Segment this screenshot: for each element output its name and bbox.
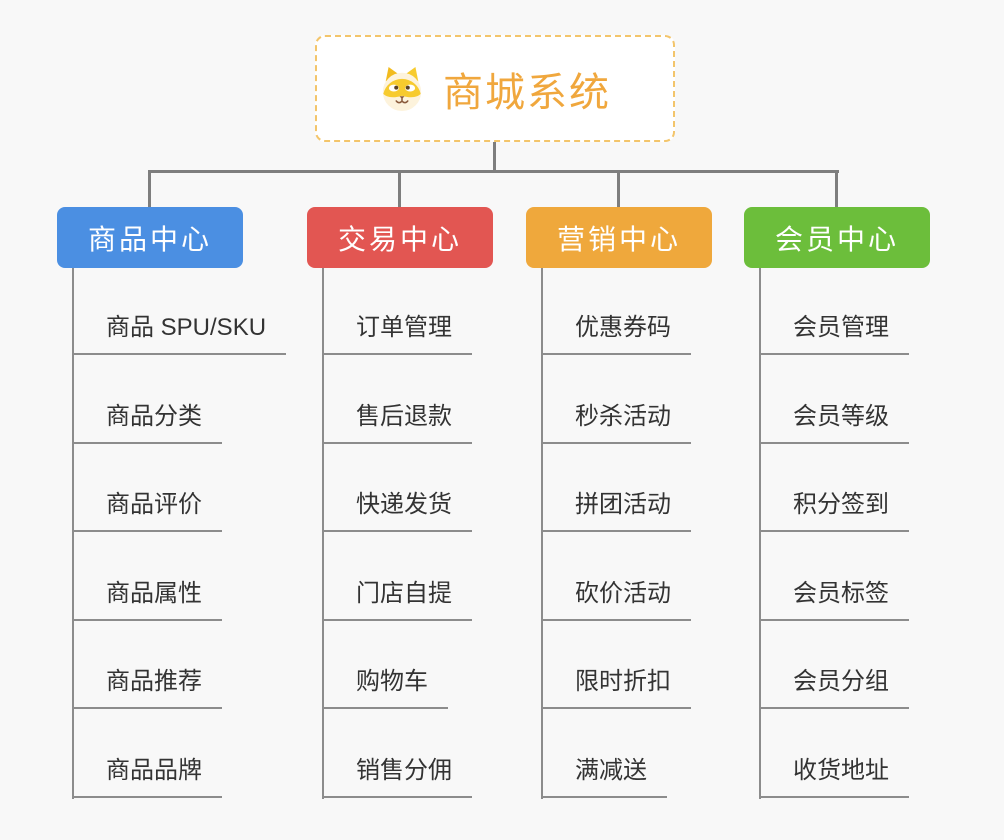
branch-node-products[interactable]: 商品中心 (57, 207, 243, 268)
branch-label: 商品中心 (87, 223, 212, 255)
mindmap-node[interactable]: 订单管理 (322, 311, 472, 355)
mindmap-node[interactable]: 会员标签 (759, 577, 909, 621)
mindmap-node[interactable]: 商品品牌 (72, 754, 222, 798)
branch-items-members: 会员管理 会员等级 积分签到 会员标签 会员分组 收货地址 (744, 268, 1004, 799)
mindmap-node[interactable]: 会员分组 (759, 665, 909, 709)
root-node[interactable]: 商城系统 (315, 35, 675, 142)
mindmap-node[interactable]: 商品属性 (72, 577, 222, 621)
mindmap-node[interactable]: 满减送 (541, 754, 667, 798)
mindmap-node[interactable]: 商品分类 (72, 400, 222, 444)
branch-label: 营销中心 (556, 223, 681, 255)
mindmap-node[interactable]: 收货地址 (759, 754, 909, 798)
branch-items-trade: 订单管理 售后退款 快递发货 门店自提 购物车 销售分佣 (307, 268, 587, 799)
mindmap-node[interactable]: 砍价活动 (541, 577, 691, 621)
connector-root-stub (493, 141, 496, 171)
mindmap-node[interactable]: 会员管理 (759, 311, 909, 355)
branch-label: 会员中心 (774, 223, 899, 255)
connector-branch-stub (835, 170, 838, 208)
mindmap-node[interactable]: 积分签到 (759, 488, 909, 532)
connector-branch-stub (148, 170, 151, 208)
mindmap-node[interactable]: 拼团活动 (541, 488, 691, 532)
mindmap-node[interactable]: 商品推荐 (72, 665, 222, 709)
connector-main-rail (148, 170, 839, 173)
mindmap-node[interactable]: 商品 SPU/SKU (72, 311, 287, 355)
connector-branch-stub (617, 170, 620, 208)
mindmap-node[interactable]: 商品评价 (72, 488, 222, 532)
mindmap-node[interactable]: 门店自提 (322, 577, 472, 621)
branch-node-members[interactable]: 会员中心 (744, 207, 930, 268)
mindmap-node[interactable]: 会员等级 (759, 400, 909, 444)
mindmap-node[interactable]: 快递发货 (322, 488, 472, 532)
mindmap-node[interactable]: 秒杀活动 (541, 400, 691, 444)
mindmap-node[interactable]: 限时折扣 (541, 665, 691, 709)
mindmap-node[interactable]: 售后退款 (322, 400, 472, 444)
mindmap-node[interactable]: 购物车 (322, 665, 448, 709)
root-title: 商城系统 (443, 70, 611, 115)
branch-items-marketing: 优惠券码 秒杀活动 拼团活动 砍价活动 限时折扣 满减送 (526, 268, 806, 799)
branch-label: 交易中心 (337, 223, 462, 255)
mindmap-node[interactable]: 销售分佣 (322, 754, 472, 798)
mindmap-node[interactable]: 优惠券码 (541, 311, 691, 355)
connector-branch-stub (398, 170, 401, 208)
branch-node-marketing[interactable]: 营销中心 (526, 207, 712, 268)
doge-icon (382, 66, 422, 111)
branch-items-products: 商品 SPU/SKU 商品分类 商品评价 商品属性 商品推荐 商品品牌 (57, 268, 337, 799)
branch-node-trade[interactable]: 交易中心 (307, 207, 493, 268)
